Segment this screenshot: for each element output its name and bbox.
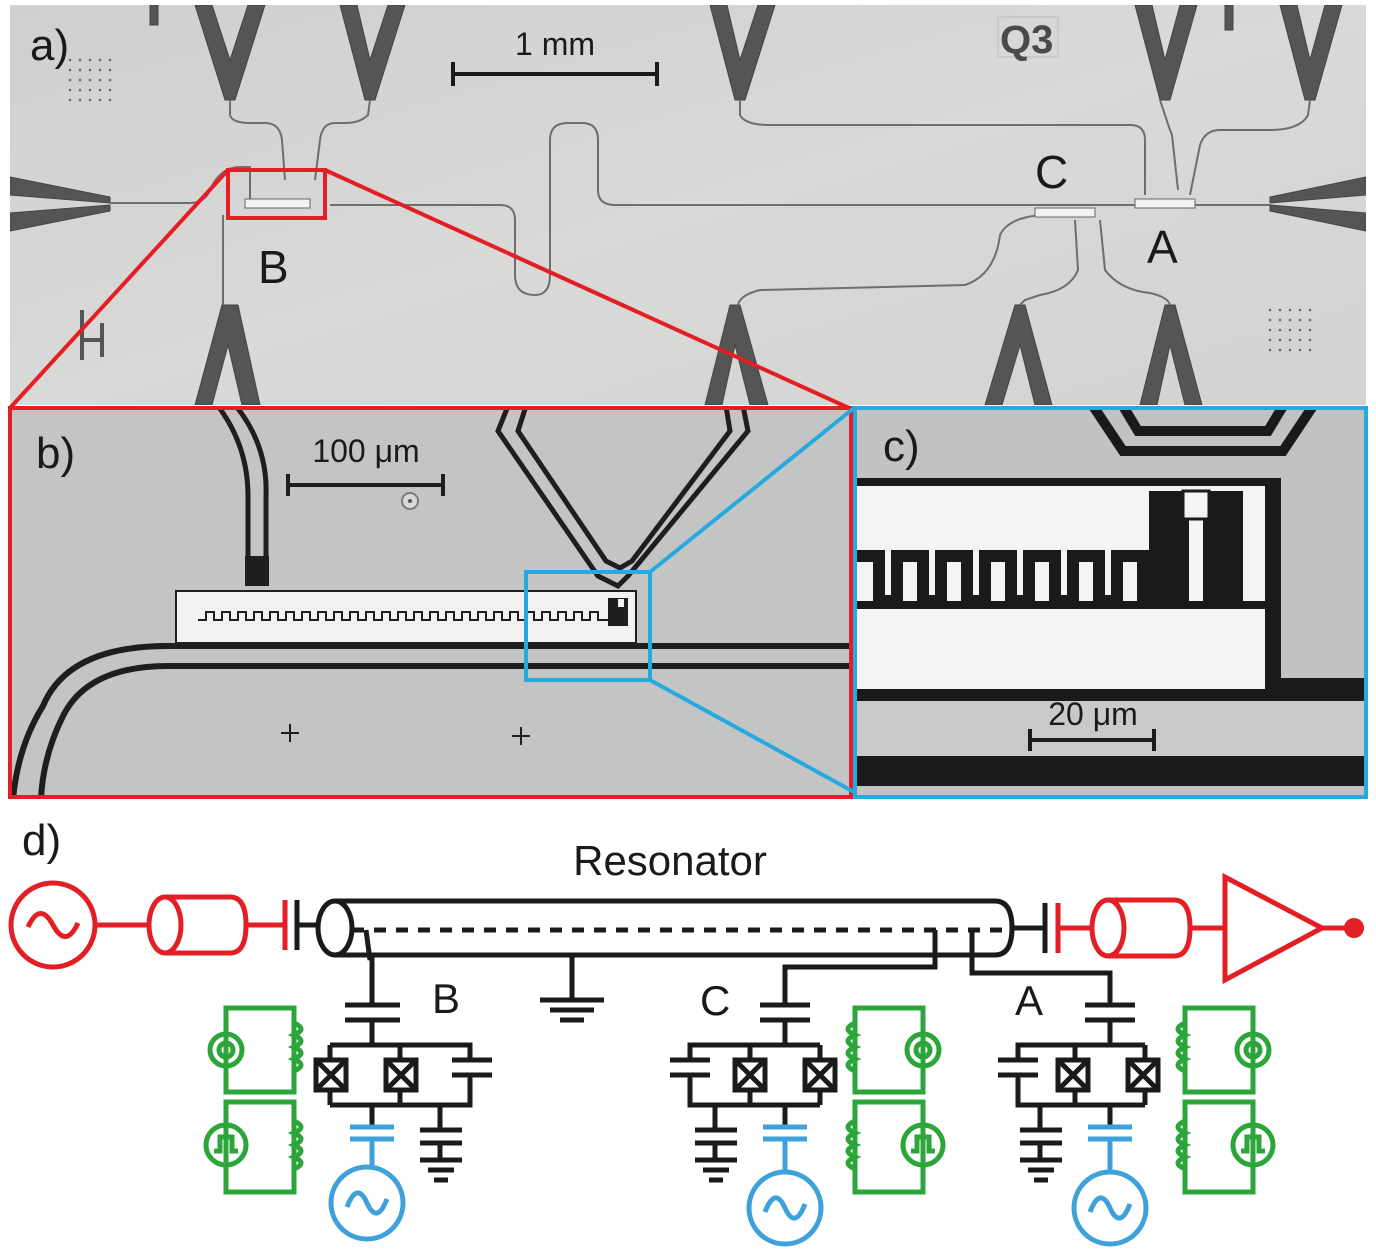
output-coupling-capacitor xyxy=(1012,903,1048,953)
dc-current-source-icon xyxy=(207,1031,245,1069)
qubit-b-drive-source-icon xyxy=(328,1164,406,1242)
qubit-devices-on-chip xyxy=(244,198,1196,218)
resonator-title: Resonator xyxy=(573,837,767,884)
cpw-line-left xyxy=(215,406,269,566)
dc-current-source-icon xyxy=(904,1031,942,1069)
output-coax-icon xyxy=(1089,897,1193,959)
h-alignment-marker xyxy=(80,310,104,360)
panel-c-micrograph: 20 μm c) xyxy=(853,406,1368,799)
qubit-a-label: A xyxy=(1015,977,1043,1024)
qubit-a-drive-source-icon xyxy=(1071,1169,1149,1247)
qubit-c-drive-source-icon xyxy=(746,1169,824,1247)
qubit-c-label: C xyxy=(700,977,730,1024)
qubit-b-josephson-junctions xyxy=(313,1057,419,1093)
scale-bar-1mm xyxy=(451,62,659,86)
flux-bias-a xyxy=(1175,1005,1276,1195)
resonator-ground-icon xyxy=(540,955,604,1023)
dc-current-source-icon xyxy=(1234,1031,1272,1069)
zoom-box-b xyxy=(226,168,327,220)
scale-bar-label: 1 mm xyxy=(515,26,595,62)
zoom-projection-lines-c xyxy=(648,406,856,794)
input-coupling-capacitor xyxy=(294,900,318,950)
scale-bar-20um xyxy=(1028,729,1156,751)
flux-bias-b xyxy=(203,1005,304,1195)
panel-a-micrograph: Q3 1 mm a) B C A xyxy=(10,5,1366,405)
qubit-a-josephson-junctions xyxy=(1055,1057,1161,1093)
bond-pads xyxy=(10,5,1366,405)
amplifier-icon xyxy=(1222,872,1328,985)
panel-d-circuit: d) Resonator xyxy=(8,816,1364,1247)
qubit-drive-lines xyxy=(328,1124,1149,1247)
output-readout-chain xyxy=(1055,872,1352,985)
panel-b-label: b) xyxy=(36,429,75,478)
interdigitated-capacitor xyxy=(198,611,608,621)
scale-bar-label-b: 100 μm xyxy=(312,433,419,469)
coax-cable-icon xyxy=(146,894,249,956)
qubit-c-circuit xyxy=(670,930,938,1183)
marker-c: C xyxy=(1035,146,1068,198)
chip-id-mark: Q3 xyxy=(997,16,1059,62)
marker-a: A xyxy=(1147,221,1178,273)
resonator-transmission-line xyxy=(315,898,1015,958)
pulse-source-icon xyxy=(900,1122,946,1168)
flux-bias-c xyxy=(845,1005,946,1195)
feedline xyxy=(10,643,853,799)
alignment-dot-array xyxy=(68,58,1312,352)
qubit-c-josephson-junctions xyxy=(732,1057,838,1093)
scale-bar-label-c: 20 μm xyxy=(1048,696,1138,732)
cpw-v-lines xyxy=(495,406,751,590)
panel-b-micrograph: 100 μm b) xyxy=(8,406,853,799)
top-cpw xyxy=(1088,406,1318,456)
panel-a-label: a) xyxy=(30,21,69,70)
qubit-a-circuit xyxy=(969,930,1148,1183)
alignment-crosses xyxy=(281,724,530,745)
pulse-source-icon xyxy=(1230,1122,1276,1168)
input-drive-chain xyxy=(8,880,288,970)
zoom-projection-lines xyxy=(8,168,850,410)
zoom-box-c xyxy=(524,570,652,682)
marker-b: B xyxy=(258,241,289,293)
output-terminal xyxy=(1344,918,1364,938)
qubit-b-circuit xyxy=(327,929,492,1183)
qubit-b-label: B xyxy=(432,975,460,1022)
svg-text:Q3: Q3 xyxy=(1000,18,1053,62)
scale-bar-100um xyxy=(286,474,445,496)
panel-c-label: c) xyxy=(883,422,920,471)
pulse-source-icon xyxy=(203,1122,249,1168)
panel-d-label: d) xyxy=(22,816,61,865)
